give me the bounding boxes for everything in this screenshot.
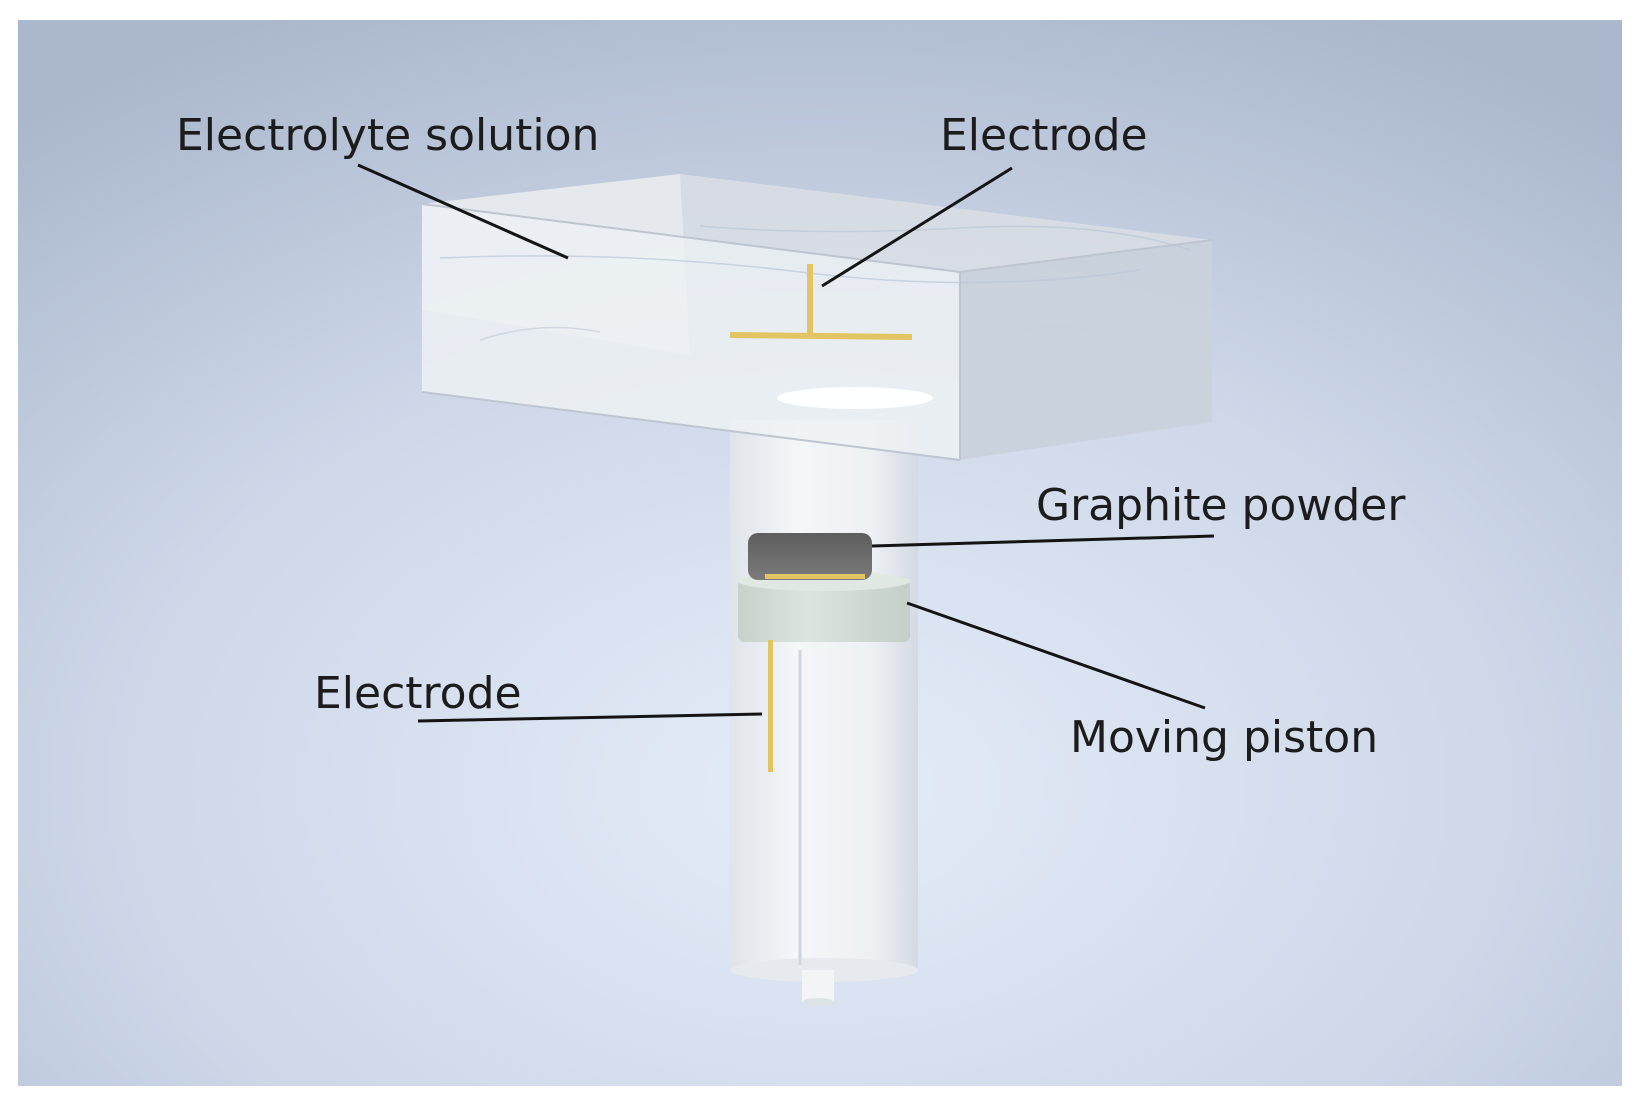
leader-electrolyte <box>357 163 569 260</box>
leader-piston <box>906 601 1206 710</box>
label-electrode-bottom: Electrode <box>314 668 522 719</box>
label-electrolyte-solution: Electrolyte solution <box>176 110 600 161</box>
bottom-electrode <box>765 574 865 772</box>
electrolyte-tank <box>421 174 1213 461</box>
label-graphite-powder: Graphite powder <box>1036 480 1406 531</box>
cylinder-tube <box>730 420 918 982</box>
leader-graphite <box>871 534 1215 548</box>
graphite-powder <box>748 533 872 580</box>
outlet-rod <box>802 970 834 1006</box>
label-moving-piston: Moving piston <box>1070 712 1379 763</box>
label-electrode-top: Electrode <box>940 110 1148 161</box>
moving-piston <box>738 571 910 642</box>
leader-lines <box>357 163 1215 723</box>
leader-electrode-top <box>821 166 1013 288</box>
top-electrode <box>730 264 912 340</box>
leader-electrode-bottom <box>417 712 763 723</box>
